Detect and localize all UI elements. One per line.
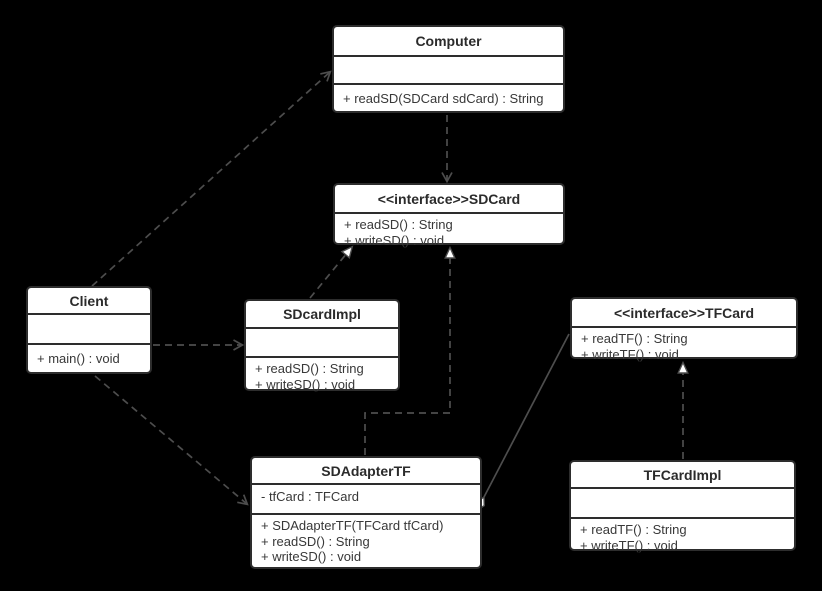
dependency-arrow-client-to-sdadaptertf [94, 375, 249, 506]
class-methods: + main() : void [28, 345, 150, 372]
class-title: SDcardImpl [246, 301, 398, 329]
class-box-sdadaptertf[interactable]: SDAdapterTF - tfCard : TFCard + SDAdapte… [250, 456, 482, 569]
class-box-computer[interactable]: Computer + readSD(SDCard sdCard) : Strin… [332, 25, 565, 113]
class-methods: + readTF() : String + writeTF() : void [571, 519, 794, 555]
method-line: + SDAdapterTF(TFCard tfCard) [261, 518, 444, 534]
method-line: + writeSD() : void [261, 549, 362, 565]
method-line: + writeTF() : void [580, 537, 678, 553]
method-line: + writeSD() : void [255, 376, 356, 392]
class-box-sdcardimpl[interactable]: SDcardImpl + readSD() : String + writeSD… [244, 299, 400, 394]
class-title: <<interface>>TFCard [572, 299, 796, 328]
class-methods: + readSD() : String + writeSD() : void [246, 358, 398, 394]
method-line: + writeSD() : void [344, 232, 445, 248]
class-title: Client [28, 288, 150, 315]
method-line: + readSD() : String [261, 533, 370, 549]
class-box-tfcard-interface[interactable]: <<interface>>TFCard + readTF() : String … [570, 297, 798, 362]
realization-arrow-sdcardimpl-to-sdcard [309, 245, 354, 299]
method-line: + main() : void [37, 351, 120, 367]
class-title: Computer [334, 27, 563, 57]
attribute-line: - tfCard : TFCard [261, 489, 360, 504]
method-line: + readSD() : String [255, 361, 364, 376]
class-attributes-empty [571, 489, 794, 519]
class-box-tfcardimpl[interactable]: TFCardImpl + readTF() : String + writeTF… [569, 460, 796, 553]
class-attributes-empty [246, 329, 398, 358]
class-box-sdcard-interface[interactable]: <<interface>>SDCard + readSD() : String … [333, 183, 565, 248]
class-methods: + SDAdapterTF(TFCard tfCard) + readSD() … [252, 515, 480, 567]
method-line: + writeTF() : void [581, 346, 679, 362]
class-title: TFCardImpl [571, 462, 794, 489]
class-title: SDAdapterTF [252, 458, 480, 485]
class-methods: + readSD() : String + writeSD() : void [335, 214, 563, 250]
class-title: <<interface>>SDCard [335, 185, 563, 214]
aggregation-link-sdadaptertf-to-tfcard [476, 333, 570, 512]
method-line: + readSD() : String [344, 217, 453, 232]
class-methods: + readSD(SDCard sdCard) : String [334, 85, 563, 111]
class-attributes-empty [334, 57, 563, 85]
method-line: + readTF() : String [581, 331, 688, 346]
class-box-client[interactable]: Client + main() : void [26, 286, 152, 374]
method-line: + readTF() : String [580, 522, 687, 537]
class-attributes-empty [28, 315, 150, 345]
class-attributes: - tfCard : TFCard [252, 485, 480, 515]
class-methods: + readTF() : String + writeTF() : void [572, 328, 796, 364]
dependency-arrow-client-to-computer [91, 70, 332, 287]
method-line: + readSD(SDCard sdCard) : String [343, 90, 544, 106]
